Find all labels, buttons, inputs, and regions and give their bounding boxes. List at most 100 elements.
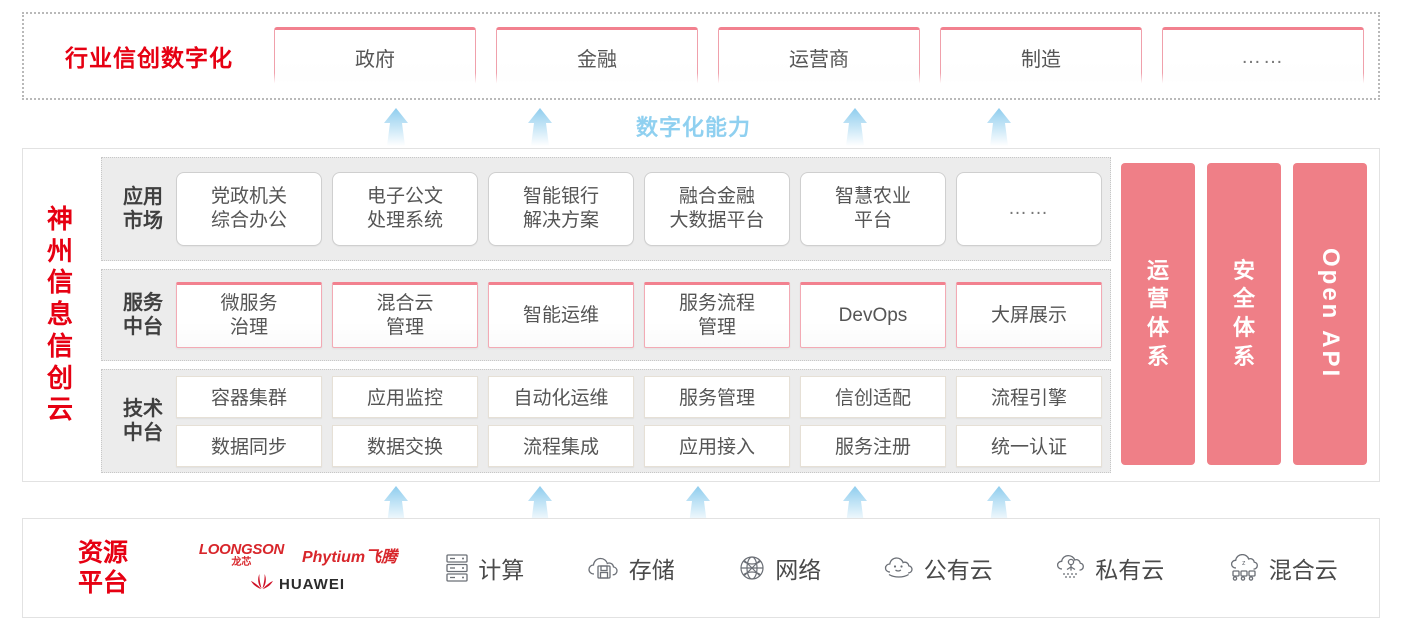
tech-card-service-registry[interactable]: 服务注册 bbox=[800, 424, 946, 467]
resource-item-label: 存储 bbox=[628, 557, 675, 583]
pillar-char: 运 bbox=[1146, 257, 1169, 283]
industry-card-manufacturing[interactable]: 制造 bbox=[940, 26, 1142, 87]
resource-item-label: 混合云 bbox=[1268, 557, 1338, 583]
pillar-char: 系 bbox=[1232, 343, 1255, 369]
service-card-dashboard-display[interactable]: 大屏展示 bbox=[956, 282, 1102, 348]
app-card-fintech-bigdata[interactable]: 融合金融 大数据平台 bbox=[644, 172, 790, 246]
vendor-logo-row: LOONGSON 龙芯 Phytium飞腾 bbox=[199, 542, 397, 568]
tech-card-data-exchange[interactable]: 数据交换 bbox=[332, 424, 478, 467]
up-arrow-icon bbox=[977, 486, 1021, 524]
pillar-security-system[interactable]: 安 全 体 系 bbox=[1207, 163, 1281, 465]
card-line: 电子公文 bbox=[366, 185, 443, 207]
resource-item-hybrid-cloud[interactable]: z 混合云 bbox=[1227, 551, 1338, 585]
up-arrow-icon bbox=[518, 486, 562, 524]
card-line: 管理 bbox=[385, 317, 424, 338]
tech-card-container-cluster[interactable]: 容器集群 bbox=[176, 375, 322, 418]
tech-card-xinchuang-adaptation[interactable]: 信创适配 bbox=[800, 375, 946, 418]
resource-item-compute[interactable]: 计算 bbox=[444, 551, 524, 585]
tech-card-application-monitoring[interactable]: 应用监控 bbox=[332, 375, 478, 418]
service-card-service-process-management[interactable]: 服务流程 管理 bbox=[644, 282, 790, 348]
cloud-title-char: 云 bbox=[46, 394, 73, 425]
resource-panel: 资源 平台 LOONGSON 龙芯 Phytium飞腾 bbox=[22, 518, 1380, 618]
up-arrow-icon bbox=[374, 486, 418, 524]
service-card-intelligent-ops[interactable]: 智能运维 bbox=[488, 282, 634, 348]
card-line: 党政机关 bbox=[210, 185, 287, 207]
app-card-smart-agriculture[interactable]: 智慧农业 平台 bbox=[800, 172, 946, 246]
pillar-open-api[interactable]: Open API bbox=[1293, 163, 1367, 465]
layer-service-platform: 服务 中台 微服务 治理 混合云 管 bbox=[101, 269, 1111, 361]
industry-card-government[interactable]: 政府 bbox=[274, 26, 476, 87]
cloud-panel-title: 神 州 信 息 信 创 云 bbox=[23, 149, 97, 481]
huawei-logo-text: HUAWEI bbox=[279, 575, 345, 593]
resource-item-storage[interactable]: 存储 bbox=[587, 551, 675, 585]
card-line: 解决方案 bbox=[522, 210, 599, 231]
loongson-logo-cn: 龙芯 bbox=[231, 556, 252, 568]
network-globe-icon bbox=[737, 553, 767, 583]
technology-card-row: 数据同步 数据交换 流程集成 应用接入 服务注册 统一认证 bbox=[176, 424, 1102, 467]
pillar-char: 系 bbox=[1146, 343, 1169, 369]
layer-label-technology-platform: 技术 中台 bbox=[110, 397, 176, 445]
card-line: 大数据平台 bbox=[669, 210, 765, 231]
layer-label-line: 应用 bbox=[123, 186, 163, 208]
loongson-logo-en: LOONGSON bbox=[198, 540, 284, 558]
pillar-label: 安 全 体 系 bbox=[1233, 257, 1255, 371]
card-line: 平台 bbox=[853, 210, 892, 231]
tech-card-process-engine[interactable]: 流程引擎 bbox=[956, 375, 1102, 418]
app-card-more[interactable]: …… bbox=[956, 172, 1102, 246]
pillar-label: 运 营 体 系 bbox=[1147, 257, 1169, 371]
private-cloud-icon bbox=[1055, 554, 1087, 582]
layer-application-market: 应用 市场 党政机关 综合办公 电子公文 bbox=[101, 157, 1111, 261]
service-card-hybrid-cloud-management[interactable]: 混合云 管理 bbox=[332, 282, 478, 348]
tech-card-automated-ops[interactable]: 自动化运维 bbox=[488, 375, 634, 418]
resource-item-private-cloud[interactable]: 私有云 bbox=[1055, 551, 1164, 585]
resource-item-label: 网络 bbox=[775, 557, 822, 583]
pillar-list: 运 营 体 系 安 全 体 系 Open API bbox=[1121, 157, 1367, 473]
up-arrow-icon bbox=[977, 108, 1021, 146]
app-card-government-office[interactable]: 党政机关 综合办公 bbox=[176, 172, 322, 246]
service-card-microservice-governance[interactable]: 微服务 治理 bbox=[176, 282, 322, 348]
tech-card-data-sync[interactable]: 数据同步 bbox=[176, 424, 322, 467]
resource-arrow-row bbox=[0, 484, 1402, 524]
industry-card-more[interactable]: …… bbox=[1162, 26, 1364, 87]
layer-label-line: 中台 bbox=[123, 316, 163, 338]
cloud-storage-icon bbox=[587, 554, 621, 582]
vendor-logo-row: HUAWEI bbox=[251, 573, 345, 595]
card-line: 混合云 bbox=[376, 293, 434, 315]
app-card-smart-bank[interactable]: 智能银行 解决方案 bbox=[488, 172, 634, 246]
resource-item-network[interactable]: 网络 bbox=[737, 551, 821, 585]
resource-panel-title: 资源 平台 bbox=[23, 538, 183, 599]
tech-card-unified-auth[interactable]: 统一认证 bbox=[956, 424, 1102, 467]
tech-card-application-access[interactable]: 应用接入 bbox=[644, 424, 790, 467]
resource-item-public-cloud[interactable]: 公有云 bbox=[884, 551, 993, 585]
industry-card-finance[interactable]: 金融 bbox=[496, 26, 698, 87]
card-line: 智慧农业 bbox=[834, 185, 911, 207]
card-line: 微服务 bbox=[220, 293, 278, 315]
application-card-list: 党政机关 综合办公 电子公文 处理系统 智能银行 bbox=[176, 172, 1102, 246]
card-line: 服务流程 bbox=[678, 293, 755, 315]
capability-label: 数字化能力 bbox=[636, 115, 752, 140]
card-line: 治理 bbox=[229, 317, 268, 338]
public-cloud-icon bbox=[884, 555, 916, 581]
layer-technology-platform: 技术 中台 容器集群 应用监控 自动化运维 服务管理 信创适配 流程引擎 bbox=[101, 369, 1111, 473]
card-line: 管理 bbox=[697, 317, 736, 338]
vendor-logo-list: LOONGSON 龙芯 Phytium飞腾 bbox=[183, 542, 413, 595]
server-rack-icon bbox=[444, 553, 470, 583]
service-card-devops[interactable]: DevOps bbox=[800, 282, 946, 348]
pillar-operations-system[interactable]: 运 营 体 系 bbox=[1121, 163, 1195, 465]
industry-card-telecom[interactable]: 运营商 bbox=[718, 26, 920, 87]
resource-item-list: 计算 存储 bbox=[413, 551, 1379, 585]
pillar-char: 体 bbox=[1146, 315, 1169, 340]
pillar-char: 安 bbox=[1232, 257, 1255, 283]
cloud-layer-list: 应用 市场 党政机关 综合办公 电子公文 bbox=[101, 157, 1111, 473]
layer-label-service-platform: 服务 中台 bbox=[110, 291, 176, 339]
up-arrow-icon bbox=[833, 108, 877, 146]
phytium-logo: Phytium飞腾 bbox=[301, 548, 398, 566]
tech-card-service-management[interactable]: 服务管理 bbox=[644, 375, 790, 418]
resource-item-label: 计算 bbox=[478, 557, 525, 583]
tech-card-process-integration[interactable]: 流程集成 bbox=[488, 424, 634, 467]
cloud-title-char: 息 bbox=[46, 299, 73, 330]
huawei-flower-icon bbox=[251, 573, 273, 595]
layer-label-line: 技术 bbox=[123, 398, 163, 420]
app-card-edoc-system[interactable]: 电子公文 处理系统 bbox=[332, 172, 478, 246]
